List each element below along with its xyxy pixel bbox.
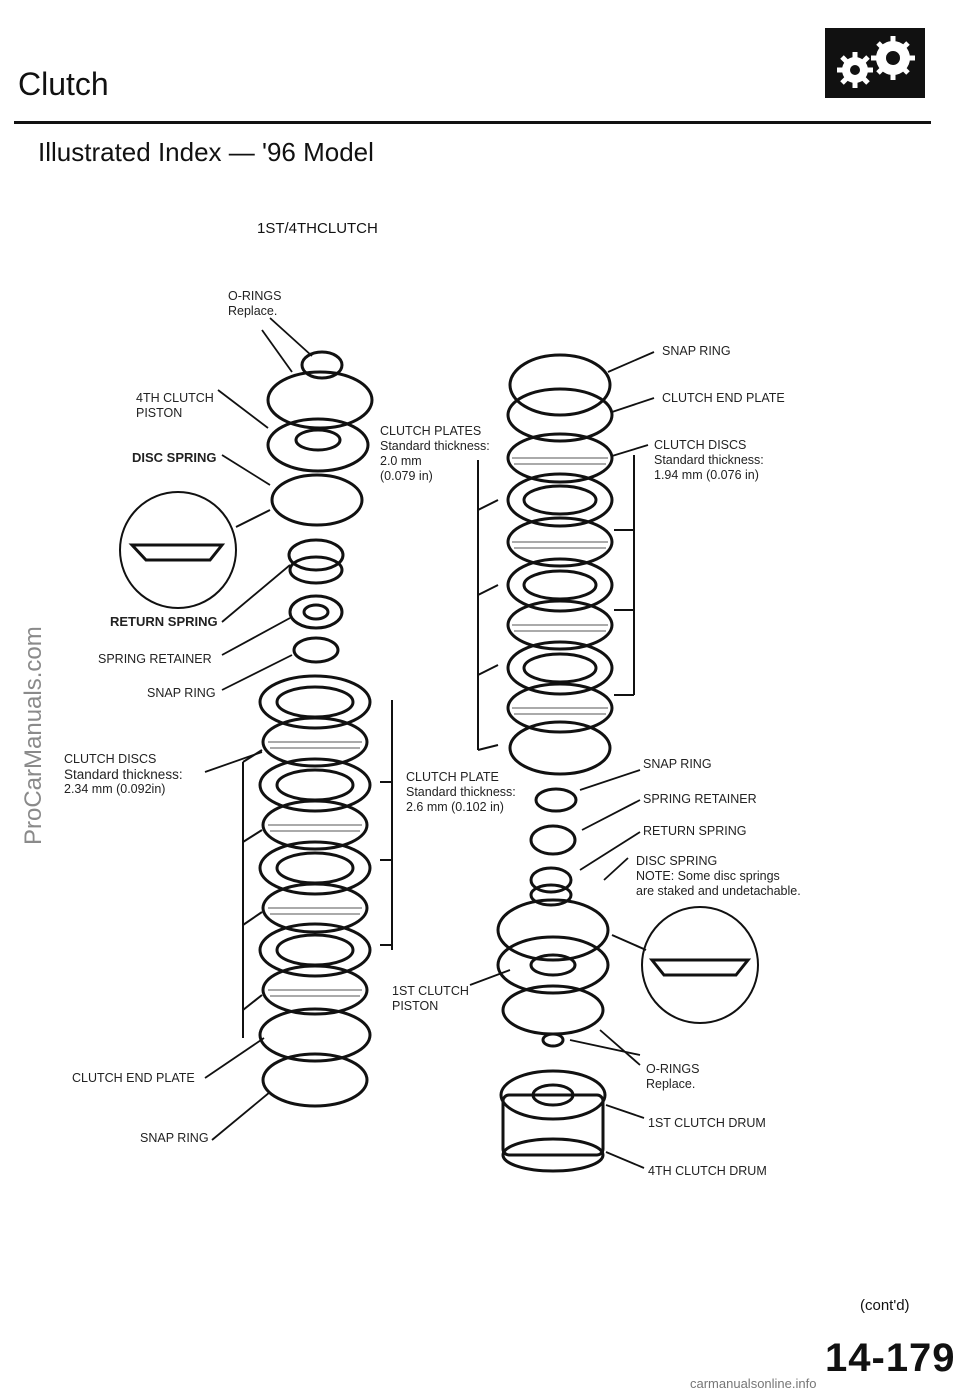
snap-ring-right-top-label: SNAP RING	[662, 344, 731, 358]
clutch-plates-center-label: CLUTCH PLATES Standard thickness: 2.0 mm…	[380, 424, 490, 484]
clutch-end-plate-right-label: CLUTCH END PLATE	[662, 391, 785, 405]
spring-retainer	[288, 594, 344, 630]
clutch-drum-4th	[501, 1137, 605, 1173]
clutch-plates-center-label-line2: Standard thickness:	[380, 439, 490, 453]
clutch-end-plate-left-label: CLUTCH END PLATE	[72, 1071, 195, 1085]
disc-spring-right-label: DISC SPRING NOTE: Some disc springs are …	[636, 854, 801, 899]
snap-ring-bottom-left-label: SNAP RING	[140, 1131, 209, 1145]
watermark-text: ProCarManuals.com	[20, 626, 47, 845]
clutch-plate-center-label: CLUTCH PLATE Standard thickness: 2.6 mm …	[406, 770, 516, 815]
clutch-piston-1st-label: 1ST CLUTCH PISTON	[392, 984, 469, 1014]
diagram-title: 1ST/4THCLUTCH	[257, 220, 378, 237]
o-rings-right-label: O-RINGS Replace.	[646, 1062, 699, 1092]
clutch-piston-1st-label-line1: 1ST CLUTCH	[392, 984, 469, 998]
disc-spring	[270, 473, 364, 527]
disc-spring-left-label: DISC SPRING	[132, 450, 217, 465]
o-ring-large	[266, 370, 374, 430]
clutch-discs-right-label: CLUTCH DISCS Standard thickness: 1.94 mm…	[654, 438, 764, 483]
o-rings-top-label-line2: Replace.	[228, 304, 278, 318]
clutch-plates-center-label-line3: 2.0 mm	[380, 454, 422, 468]
disc-spring-right-label-line3: are staked and undetachable.	[636, 884, 801, 898]
o-rings-top-label: O-RINGS Replace.	[228, 289, 281, 319]
return-spring-left-label: RETURN SPRING	[110, 614, 218, 629]
clutch-discs-left-label-line3: 2.34 mm (0.092in)	[64, 782, 166, 796]
return-spring	[287, 538, 345, 572]
disc-spring-detail-left	[119, 491, 237, 609]
clutch-disc-hatching-right	[512, 457, 608, 715]
clutch-discs-left-label-line2: Standard thickness:	[64, 767, 183, 782]
header-rule	[14, 121, 931, 124]
clutch-plate-center-label-line1: CLUTCH PLATE	[406, 770, 499, 784]
clutch-discs-left-label-line1: CLUTCH DISCS	[64, 752, 157, 766]
footer-url: carmanualsonline.info	[690, 1376, 817, 1391]
snap-ring-right-mid-label: SNAP RING	[643, 757, 712, 771]
clutch-disc-hatching-left	[268, 741, 362, 997]
clutch-plate-center-label-line2: Standard thickness:	[406, 785, 516, 799]
clutch-drum-1st-label: 1ST CLUTCH DRUM	[648, 1116, 766, 1130]
return-spring-right-label: RETURN SPRING	[643, 824, 747, 838]
o-rings-right-label-line2: Replace.	[646, 1077, 696, 1091]
clutch-piston-4th-label-line1: 4TH CLUTCH	[136, 391, 214, 405]
o-ring-top	[300, 350, 344, 380]
snap-ring-small	[292, 636, 340, 664]
page-subtitle: Illustrated Index — '96 Model	[38, 137, 374, 167]
page-number: 14-179	[825, 1336, 956, 1380]
clutch-pack-left	[258, 674, 372, 1108]
o-rings-top-label-line1: O-RINGS	[228, 289, 282, 303]
clutch-piston-4th-label-line2: PISTON	[136, 406, 183, 420]
clutch-discs-right-label-line3: 1.94 mm (0.076 in)	[654, 468, 759, 482]
clutch-piston-1st-label-line2: PISTON	[392, 999, 439, 1013]
clutch-discs-right-label-line2: Standard thickness:	[654, 453, 764, 467]
leader-lines	[204, 317, 655, 1169]
o-rings-right-label-line1: O-RINGS	[646, 1062, 700, 1076]
clutch-piston-1st	[496, 935, 610, 995]
spring-retainer-left-label: SPRING RETAINER	[98, 652, 212, 666]
clutch-discs-left-label: CLUTCH DISCS Standard thickness: 2.34 mm…	[64, 752, 183, 797]
snap-ring-left-label: SNAP RING	[147, 686, 216, 700]
gears-icon	[825, 28, 925, 98]
clutch-discs-right-label-line1: CLUTCH DISCS	[654, 438, 747, 452]
disc-spring-detail-right	[641, 906, 759, 1024]
clutch-plates-center-label-line1: CLUTCH PLATES	[380, 424, 482, 438]
disc-spring-right-label-line2: NOTE: Some disc springs	[636, 869, 780, 883]
clutch-plate-center-label-line3: 2.6 mm (0.102 in)	[406, 800, 504, 814]
disc-spring-right-label-line1: DISC SPRING	[636, 854, 718, 868]
brackets	[242, 455, 635, 1038]
clutch-pack-right	[496, 353, 614, 1173]
section-title: Clutch	[18, 66, 109, 102]
clutch-drum-1st	[499, 1069, 607, 1121]
clutch-piston-4th-label: 4TH CLUTCH PISTON	[136, 391, 214, 421]
clutch-plates-center-label-line4: (0.079 in)	[380, 469, 433, 483]
clutch-piston-4th	[266, 417, 370, 473]
clutch-drum-4th-label: 4TH CLUTCH DRUM	[648, 1164, 767, 1178]
continued-label: (cont'd)	[860, 1297, 910, 1314]
spring-retainer-right-label: SPRING RETAINER	[643, 792, 757, 806]
